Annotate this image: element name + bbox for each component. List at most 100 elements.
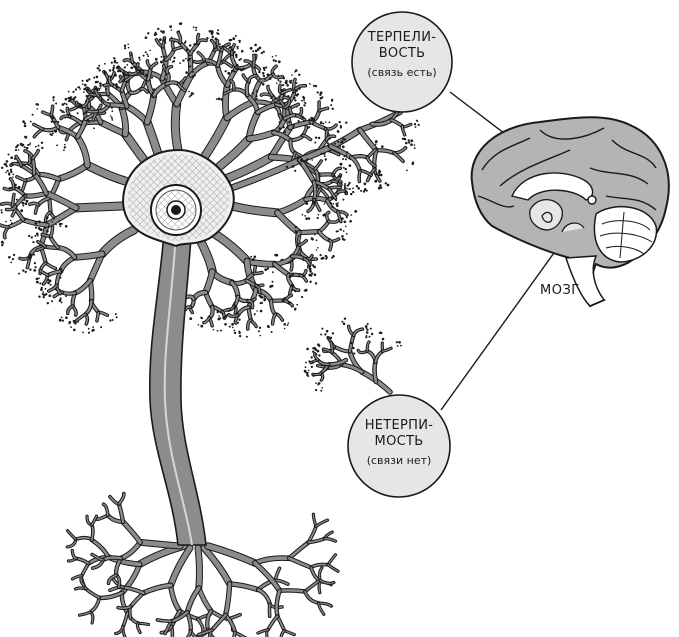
synapse-dot (40, 141, 44, 144)
synapse-dot (293, 96, 296, 100)
synapse-dot (381, 145, 384, 148)
synapse-dot (231, 322, 235, 326)
synapse-dot (415, 119, 418, 122)
synapse-dot (299, 162, 302, 165)
dendrite-segment (177, 31, 182, 44)
synapse-dot (277, 130, 280, 133)
synapse-dot (23, 124, 27, 128)
synapse-dot (254, 43, 257, 47)
synapse-dot (331, 205, 334, 209)
synapse-dot (79, 88, 81, 90)
synapse-dot (94, 80, 98, 84)
axon-highlight (163, 231, 193, 546)
synapse-dot (134, 66, 138, 69)
synapse-dot (316, 349, 320, 353)
synapse-dot (151, 91, 154, 94)
synapse-dot (59, 297, 62, 300)
synapse-dot (59, 225, 62, 228)
dendrite-segment (224, 99, 256, 121)
synapse-dot (285, 81, 288, 84)
synapse-dot (160, 30, 163, 32)
synapse-dot (215, 98, 218, 100)
synapse-dot (60, 270, 63, 273)
synapse-dot (7, 153, 10, 156)
synapse-dot (20, 209, 24, 213)
synapse-dot (110, 106, 113, 109)
dendrite-segment (222, 60, 233, 68)
synapse-dot (288, 80, 292, 83)
dendrite-segment (196, 236, 216, 276)
synapse-dot (0, 211, 3, 214)
synapse-dot (285, 165, 289, 169)
synapse-dot (220, 98, 223, 101)
synapse-dot (296, 106, 298, 108)
dendrite-segment (16, 176, 27, 182)
synapse-dot (307, 217, 311, 220)
synapse-dot (317, 382, 320, 385)
synapse-dot (42, 296, 45, 299)
synapse-dot (283, 130, 287, 133)
synapse-dot (192, 49, 195, 52)
synapse-dot (317, 213, 320, 216)
synapse-dot (278, 96, 281, 98)
dendrite-segment (124, 103, 150, 125)
synapse-dot (51, 132, 54, 135)
synapse-dot (271, 280, 274, 283)
synapse-dot (41, 293, 44, 296)
synapse-dot (350, 214, 353, 216)
synapse-dot (197, 324, 200, 326)
dendrite-segment (67, 530, 77, 540)
synapse-dot (36, 108, 38, 110)
dendrite-segment (197, 51, 205, 62)
synapse-dot (378, 173, 381, 176)
dendrite-segment (287, 541, 310, 560)
synapse-dot (308, 118, 311, 121)
dendrite-segment (9, 178, 15, 189)
dendrite-segment (224, 153, 275, 182)
synapse-dot (40, 286, 43, 289)
synapse-dot (292, 123, 295, 127)
synapse-dot (45, 216, 49, 219)
synapse-dot (357, 187, 361, 190)
synapse-dot (322, 122, 325, 125)
synapse-dot (307, 369, 310, 372)
dendrite-segment (185, 586, 201, 614)
dendrite-segment (15, 155, 23, 167)
synapse-dot (82, 331, 84, 334)
synapse-dot (281, 298, 285, 302)
synapse-dot (302, 160, 306, 163)
synapse-dot (139, 59, 141, 61)
synapse-dot (150, 76, 153, 79)
synapse-dot (343, 138, 347, 141)
synapse-dot (208, 30, 212, 33)
synapse-dot (50, 120, 53, 123)
synapse-dot (366, 328, 369, 331)
dendrite-segment (136, 622, 141, 634)
axon (148, 221, 207, 546)
synapse-dot (342, 146, 345, 149)
dendrite-segment (358, 170, 361, 183)
dendrite-segment (275, 210, 302, 235)
dendrite-segment (201, 114, 231, 160)
synapse-dot (46, 302, 49, 305)
synapse-dot (64, 97, 68, 101)
synapse-dot (68, 113, 71, 116)
synapse-dot (344, 158, 347, 161)
dendrite-segment (358, 128, 378, 153)
synapse-dot (264, 268, 268, 271)
dendrite-segment (5, 205, 17, 211)
synapse-dot (292, 125, 295, 128)
synapse-dot (328, 145, 330, 148)
dendrite-segment (299, 274, 308, 282)
synapse-dot (70, 326, 72, 328)
synapse-dot (146, 53, 149, 56)
synapse-dot (311, 238, 314, 241)
synapse-dot (254, 313, 256, 315)
synapse-dot (111, 319, 114, 321)
dendrite-segment (327, 554, 337, 566)
dendrite-segment (72, 202, 126, 212)
synapse-dot (319, 254, 322, 257)
synapse-dot (77, 321, 79, 323)
synapse-dot (329, 336, 333, 339)
dendrite-segment (257, 629, 269, 634)
